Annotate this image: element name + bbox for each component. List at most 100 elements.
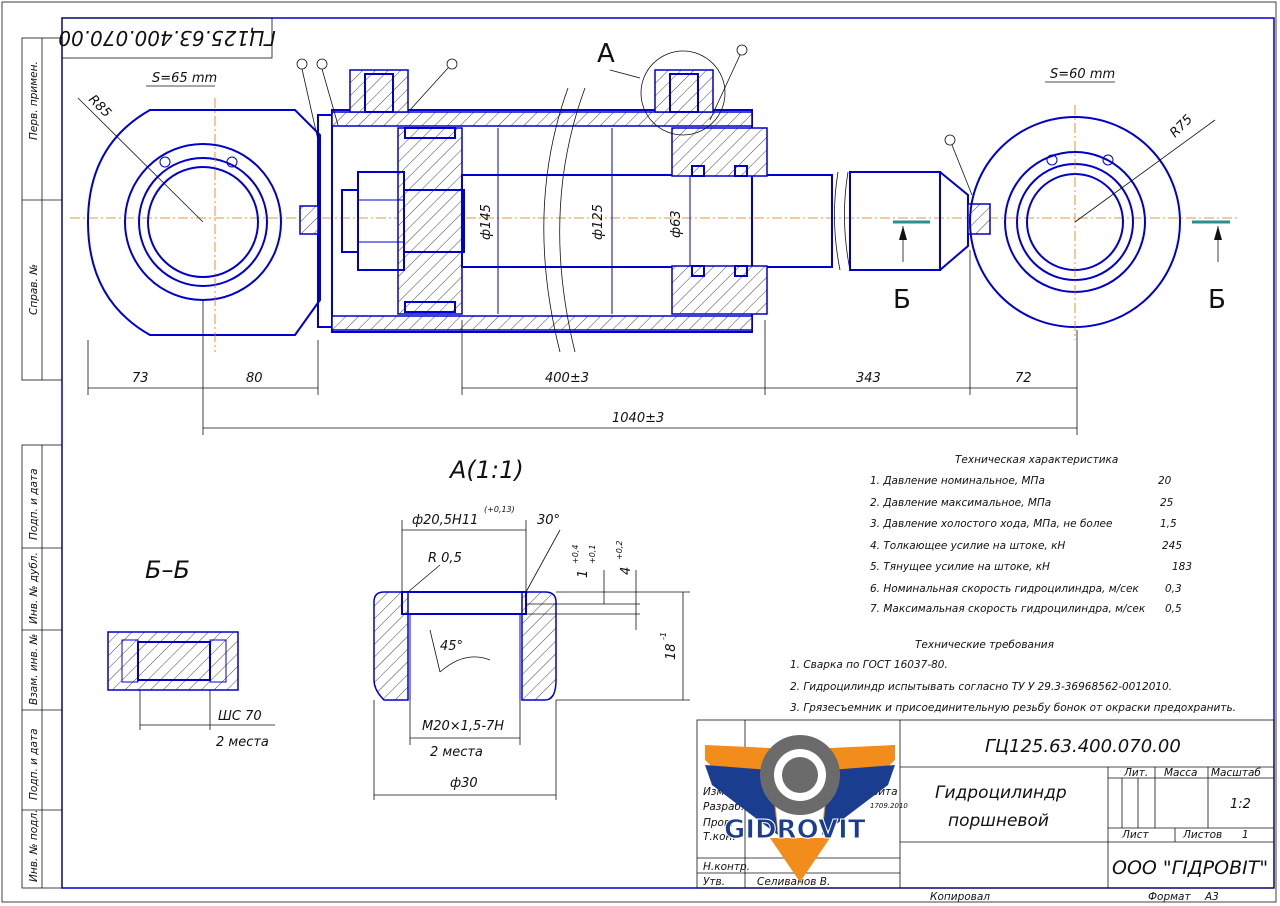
spec-row-value: 0,3 <box>1165 583 1182 595</box>
row-razrab: Разраб. <box>703 801 744 813</box>
spec-row-label: 5. Тянущее усилие на штоке, кН <box>870 561 1050 573</box>
diameter-125: ф125 <box>591 204 606 240</box>
side-label-3: Инв. № дубл. <box>28 552 40 624</box>
approver-name: Селиванов В. <box>757 876 830 888</box>
row-tkon: Т.кон. <box>703 831 736 843</box>
wrench-right: S=60 mm <box>1050 67 1115 82</box>
radius-left: R85 <box>85 92 114 121</box>
gidrovit-logo: GIDROVIT <box>705 735 895 882</box>
spec-row-label: 4. Толкающее усилие на штоке, кН <box>870 540 1065 552</box>
spec-row-label: 7. Максимальная скорость гидроцилиндра, … <box>870 603 1146 615</box>
detail-a-tol2-sup: +0,2 <box>615 541 624 560</box>
detail-a-bore: ф20,5H11 <box>412 513 478 528</box>
spec-row-value: 1,5 <box>1160 518 1177 530</box>
detail-a-title: А(1:1) <box>448 456 524 484</box>
frag-date: 1709.2010 <box>870 802 908 810</box>
view-b-label-right: Б <box>1208 285 1226 315</box>
format-value: А3 <box>1204 891 1219 903</box>
copied-label: Копировал <box>930 891 990 903</box>
side-label-1: Справ. № <box>28 264 40 315</box>
sheets-count: 1 <box>1242 829 1249 841</box>
tech-req-item: 1. Сварка по ГОСТ 16037-80. <box>790 659 948 671</box>
section-b-title: Б–Б <box>145 556 190 584</box>
tech-req-title: Технические требования <box>915 639 1054 651</box>
section-b-count: 2 места <box>216 735 269 750</box>
side-label-6: Инв. № подл. <box>28 810 40 882</box>
spec-row-label: 6. Номинальная скорость гидроцилиндра, м… <box>870 583 1139 595</box>
radius-right: R75 <box>1167 112 1196 141</box>
sheets-label: Листов <box>1182 829 1222 841</box>
col-scale: Масштаб <box>1211 767 1261 779</box>
spec-row-value: 183 <box>1172 561 1192 573</box>
logo-drop <box>770 838 830 882</box>
gland <box>671 127 768 177</box>
spec-row-label: 2. Давление максимальное, МПа <box>870 497 1051 509</box>
inner-frame <box>61 17 1275 889</box>
detail-a-bore-tol: (+0,13) <box>484 505 515 514</box>
title-name-line2: поршневой <box>948 811 1049 831</box>
detail-a-tol2: 4 <box>619 567 634 575</box>
company-name: ООО "ГІДРОВІТ" <box>1112 857 1268 879</box>
row-nkontr: Н.контр. <box>703 861 750 873</box>
cylinder-tube <box>331 109 753 333</box>
detail-a-angle-top: 30° <box>537 513 560 528</box>
side-label-5: Подп. и дата <box>28 728 40 800</box>
detail-a-height: 18 <box>664 643 679 660</box>
col-lit: Лит. <box>1123 767 1148 779</box>
piston-rod <box>461 174 833 268</box>
diameter-63: ф63 <box>669 210 684 238</box>
doc-number-box <box>61 17 273 59</box>
tech-spec-title: Техническая характеристика <box>955 454 1118 466</box>
sheet-label: Лист <box>1121 829 1149 841</box>
dim-total: 1040±3 <box>612 411 664 426</box>
detail-a-height-tol: -1 <box>659 632 668 640</box>
spec-row-value: 25 <box>1160 497 1174 509</box>
view-a-label: А <box>597 39 615 69</box>
format-label: Формат <box>1148 891 1191 903</box>
title-name-line1: Гидроцилиндр <box>935 783 1067 803</box>
side-label-4: Взам. инв. № <box>28 634 40 705</box>
wrench-left: S=65 mm <box>152 71 217 86</box>
spec-row-label: 3. Давление холостого хода, МПа, не боле… <box>870 518 1112 530</box>
piston-nut <box>357 171 405 271</box>
spec-row-value: 0,5 <box>1165 603 1182 615</box>
logo-text: GIDROVIT <box>724 815 866 845</box>
detail-a-thread: M20×1,5-7H <box>422 719 504 734</box>
title-doc-number: ГЦ125.63.400.070.00 <box>985 736 1181 757</box>
detail-a-outer: ф30 <box>450 776 478 791</box>
detail-a-tol1: 1 <box>576 570 591 578</box>
left-eye-lug <box>86 109 321 336</box>
view-b-label-left: Б <box>893 285 911 315</box>
dim-400: 400±3 <box>545 371 589 386</box>
tech-req-item: 3. Грязесъемник и присоединительную резь… <box>790 702 1236 714</box>
row-prov: Пров. <box>703 817 734 829</box>
left-margin-column: Перв. примен. Справ. № Подп. и дата Инв.… <box>21 37 63 889</box>
section-b-part: ШС 70 <box>218 709 262 724</box>
cylinder-main-view <box>70 44 1240 353</box>
spec-row-value: 245 <box>1162 540 1182 552</box>
detail-a-tol1-sup: +0,4 <box>571 545 580 564</box>
doc-number-rotated: ГЦ125.63.400.070.00 <box>58 26 276 50</box>
spec-row-value: 20 <box>1158 475 1172 487</box>
dim-343: 343 <box>856 371 881 386</box>
dim-80: 80 <box>246 371 263 386</box>
detail-a-count: 2 места <box>430 745 483 760</box>
side-label-0: Перв. примен. <box>28 61 40 140</box>
piston <box>397 127 463 315</box>
dim-72: 72 <box>1015 371 1032 386</box>
spec-row-label: 1. Давление номинальное, МПа <box>870 475 1045 487</box>
tech-req-item: 2. Гидроцилиндр испытывать согласно ТУ У… <box>790 681 1172 693</box>
dim-73: 73 <box>132 371 149 386</box>
side-label-2: Подп. и дата <box>28 468 40 540</box>
diameter-145: ф145 <box>479 204 494 240</box>
detail-a-view <box>373 520 690 800</box>
row-utv: Утв. <box>703 876 725 888</box>
detail-a-angle-45: 45° <box>440 639 463 654</box>
detail-a-radius: R 0,5 <box>428 551 462 566</box>
tech-spec-rows: 1. Давление номинальное, МПа 20 2. Давле… <box>870 475 1192 615</box>
section-b-view <box>107 631 275 730</box>
scale-value: 1:2 <box>1230 797 1251 812</box>
col-mass: Масса <box>1164 767 1197 779</box>
